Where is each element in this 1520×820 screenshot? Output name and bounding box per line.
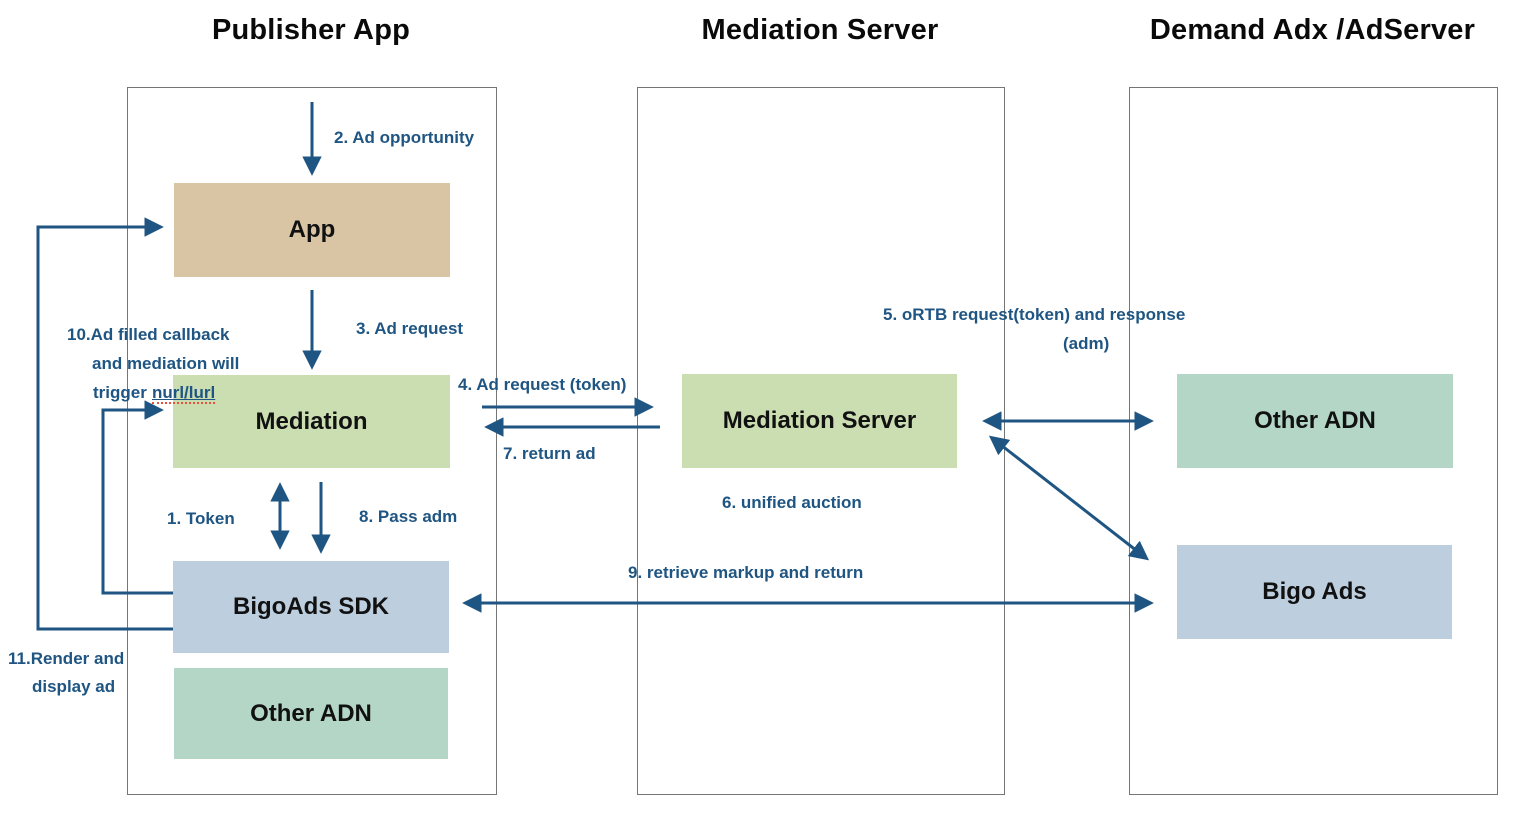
- node-bigo-ads: Bigo Ads: [1177, 545, 1452, 639]
- label-step11-line2: display ad: [32, 677, 116, 696]
- node-mediation-server-label: Mediation Server: [722, 407, 917, 434]
- node-bigo-ads-label: Bigo Ads: [1262, 578, 1367, 605]
- label-step5-ortb-line2: (adm): [1063, 334, 1110, 353]
- node-other-adn-publisher: Other ADN: [174, 668, 448, 759]
- column-title-publisher-app: Publisher App: [211, 14, 411, 46]
- label-step10-nurl-lurl-underlined: nurl/lurl: [151, 383, 216, 404]
- label-step11-render-display: 11.Render and display ad: [8, 645, 124, 701]
- node-other-adn-demand: Other ADN: [1177, 374, 1453, 468]
- label-step10-line1: 10.Ad filled callback: [67, 325, 230, 344]
- column-title-demand-adx-adserver: Demand Adx /AdServer: [1149, 14, 1476, 46]
- node-mediation: Mediation: [173, 375, 450, 468]
- node-bigoads-sdk-label: BigoAds SDK: [233, 593, 389, 620]
- arrow-step10-callback-path: [101, 400, 173, 595]
- label-step9-retrieve-markup: 9. retrieve markup and return: [628, 563, 864, 582]
- node-other-adn-demand-label: Other ADN: [1254, 407, 1376, 434]
- publisher-app-container: [127, 87, 497, 795]
- node-app-label: App: [288, 216, 336, 243]
- arrow-mediation-server-bigo-ads-diagonal: [988, 435, 1150, 561]
- label-step2-ad-opportunity: 2. Ad opportunity: [334, 128, 475, 147]
- node-other-adn-publisher-label: Other ADN: [250, 699, 372, 727]
- label-step6-unified-auction: 6. unified auction: [722, 493, 862, 512]
- node-bigoads-sdk: BigoAds SDK: [173, 561, 449, 653]
- node-app: App: [174, 183, 450, 277]
- label-step11-line1: 11.Render and: [8, 649, 125, 668]
- label-step5-ortb-line1: 5. oRTB request(token) and response: [883, 305, 1186, 324]
- node-mediation-server: Mediation Server: [682, 374, 957, 468]
- label-step4-ad-request-token: 4. Ad request (token): [458, 375, 627, 394]
- label-step1-token: 1. Token: [167, 509, 235, 528]
- label-step7-return-ad: 7. return ad: [503, 444, 596, 463]
- label-step10-ad-filled-callback: 10.Ad filled callback and mediation will…: [67, 320, 239, 407]
- label-step8-pass-adm: 8. Pass adm: [359, 507, 458, 526]
- label-step10-trigger-text: trigger: [93, 383, 147, 402]
- label-step10-line2: and mediation will: [92, 354, 240, 373]
- arrow-step11-render-path: [36, 217, 173, 631]
- label-step3-ad-request: 3. Ad request: [356, 319, 464, 338]
- node-mediation-label: Mediation: [255, 407, 368, 435]
- column-title-mediation-server: Mediation Server: [701, 14, 939, 46]
